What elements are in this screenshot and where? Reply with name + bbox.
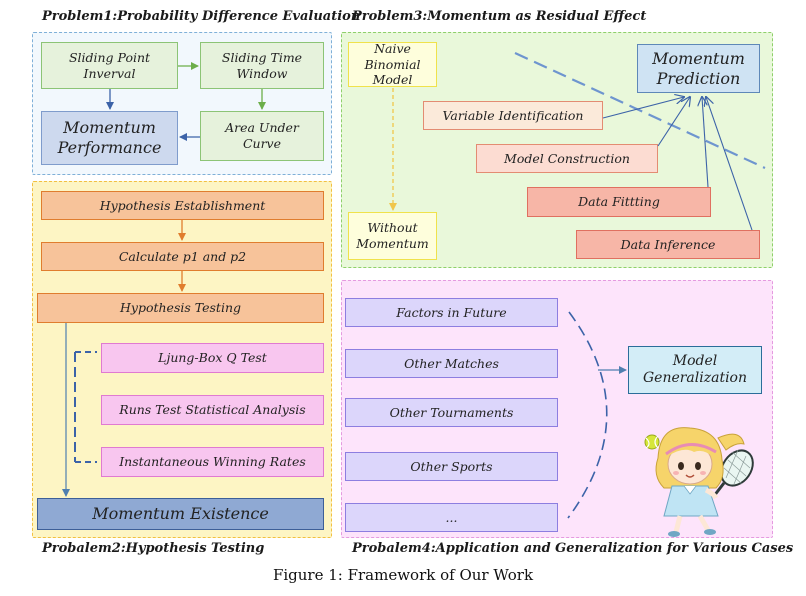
hypothesis-establishment-box: Hypothesis Establishment xyxy=(41,191,324,220)
hypothesis-testing-box: Hypothesis Testing xyxy=(37,293,324,323)
panel-title-problem3: Problem3:Momentum as Residual Effect xyxy=(352,9,647,24)
sliding-point-interval-box: Sliding Point Inverval xyxy=(41,42,178,89)
calculate-p1-p2-box: Calculate p1 and p2 xyxy=(41,242,324,271)
instantaneous-winning-rates-box: Instantaneous Winning Rates xyxy=(101,447,324,477)
without-momentum-box: Without Momentum xyxy=(348,212,437,260)
figure-caption: Figure 1: Framework of Our Work xyxy=(272,566,534,584)
tennis-girl-icon xyxy=(655,427,754,537)
p3-dashed-diagonal xyxy=(514,52,766,169)
momentum-performance-box: Momentum Performance xyxy=(41,111,178,165)
panel-title-problem2: Probalem2:Hypothesis Testing xyxy=(42,541,265,556)
momentum-existence-box: Momentum Existence xyxy=(37,498,324,530)
model-construction-box: Model Construction xyxy=(476,144,658,173)
tennis-ball-icon xyxy=(644,434,660,450)
p2-dashed-bracket xyxy=(74,351,97,463)
other-sports-box: Other Sports xyxy=(345,452,558,481)
model-generalization-box: Model Generalization xyxy=(628,346,762,394)
data-fitting-box: Data Fittting xyxy=(527,187,711,217)
runs-test-box: Runs Test Statistical Analysis xyxy=(101,395,324,425)
ljung-box-test-box: Ljung-Box Q Test xyxy=(101,343,324,373)
other-matches-box: Other Matches xyxy=(345,349,558,378)
naive-binomial-model-box: Naive Binomial Model xyxy=(348,41,437,87)
factors-in-future-box: Factors in Future xyxy=(345,298,558,327)
more-cases-box: ... xyxy=(345,503,558,532)
data-inference-box: Data Inference xyxy=(576,230,760,259)
panel-title-problem4: Probalem4:Application and Generalization… xyxy=(352,541,794,556)
momentum-prediction-box: Momentum Prediction xyxy=(637,44,760,93)
p3-converging-arrows xyxy=(602,97,753,231)
panel-title-problem1: Problem1:Probability Difference Evaluati… xyxy=(42,9,361,24)
area-under-curve-box: Area Under Curve xyxy=(200,111,324,161)
variable-identification-box: Variable Identification xyxy=(423,101,603,130)
p4-dashed-brace xyxy=(567,311,608,519)
other-tournaments-box: Other Tournaments xyxy=(345,398,558,427)
sliding-time-window-box: Sliding Time Window xyxy=(200,42,324,89)
